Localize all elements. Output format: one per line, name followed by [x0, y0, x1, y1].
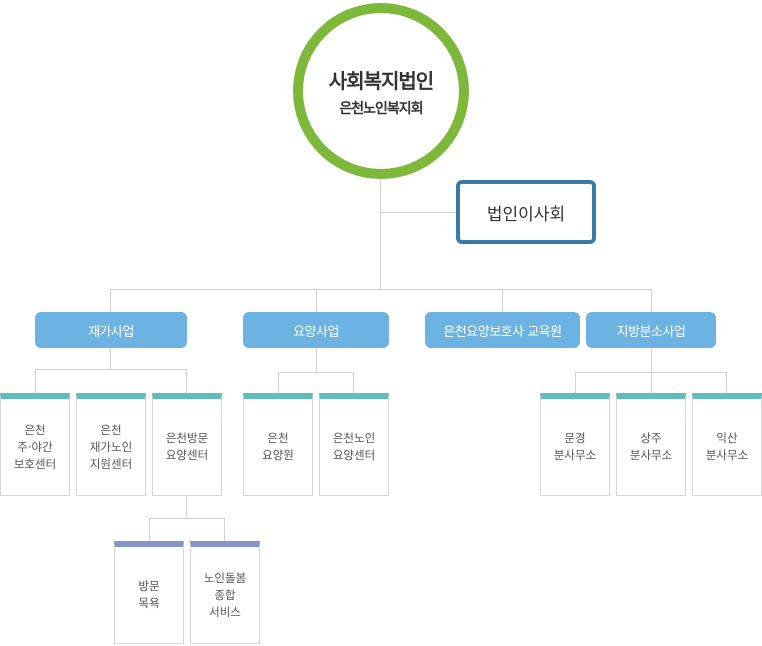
unit-label: 익산	[716, 431, 738, 445]
connector-line	[224, 518, 225, 541]
unit-label: 종합	[214, 587, 236, 602]
division-nursing[interactable]: 요양사업	[243, 312, 389, 348]
unit-label: 보호센터	[13, 456, 57, 471]
connector-line	[110, 289, 652, 290]
unit-label: 지원센터	[89, 456, 133, 471]
root-title: 사회복지법인	[328, 68, 434, 93]
unit-label: 요양센터	[332, 448, 376, 462]
unit-label: 분사무소	[553, 448, 597, 462]
root-organization: 사회복지법인 은천노인복지회	[293, 3, 469, 179]
connector-line	[35, 369, 187, 370]
division-branches[interactable]: 지방분소사업	[586, 312, 716, 348]
unit-label: 분사무소	[629, 448, 673, 462]
unit-label: 목욕	[138, 596, 160, 610]
unit-label: 노인돌봄	[203, 570, 247, 585]
connector-line	[575, 372, 576, 393]
unit-label: 은천	[100, 422, 122, 437]
connector-line	[380, 175, 381, 289]
unit-label: 은천방문	[165, 431, 209, 445]
connector-line	[353, 372, 354, 393]
connector-line	[502, 289, 503, 312]
root-subtitle: 은천노인복지회	[339, 100, 423, 117]
connector-line	[149, 518, 150, 541]
unit-label: 서비스	[209, 604, 241, 619]
division-home-care[interactable]: 재가사업	[35, 312, 187, 348]
connector-line	[316, 348, 317, 372]
unit-label: 재가노인	[89, 439, 133, 454]
connector-line	[110, 289, 111, 312]
unit-label: 상주	[640, 431, 662, 445]
unit-label: 분사무소	[705, 448, 749, 462]
connector-line	[35, 369, 36, 393]
connector-line	[380, 212, 458, 213]
unit-label: 주·야간	[17, 439, 53, 454]
unit-label: 문경	[564, 431, 586, 445]
unit-label: 방문	[138, 579, 160, 593]
division-training-center[interactable]: 은천요양보호사 교육원	[425, 312, 580, 348]
board-of-directors[interactable]: 법인이사회	[456, 180, 596, 244]
connector-line	[186, 369, 187, 393]
unit-label: 요양센터	[165, 448, 209, 462]
unit-label: 요양원	[262, 448, 294, 462]
connector-line	[110, 348, 111, 369]
unit-label: 은천노인	[332, 431, 376, 445]
connector-line	[278, 372, 279, 393]
connector-line	[186, 495, 187, 518]
unit-label: 은천	[267, 431, 289, 445]
connector-line	[651, 348, 652, 393]
connector-line	[278, 372, 354, 373]
connector-line	[726, 372, 727, 393]
connector-line	[575, 372, 727, 373]
connector-line	[149, 518, 225, 519]
unit-label: 은천	[24, 422, 46, 437]
connector-line	[316, 289, 317, 312]
connector-line	[651, 289, 652, 312]
